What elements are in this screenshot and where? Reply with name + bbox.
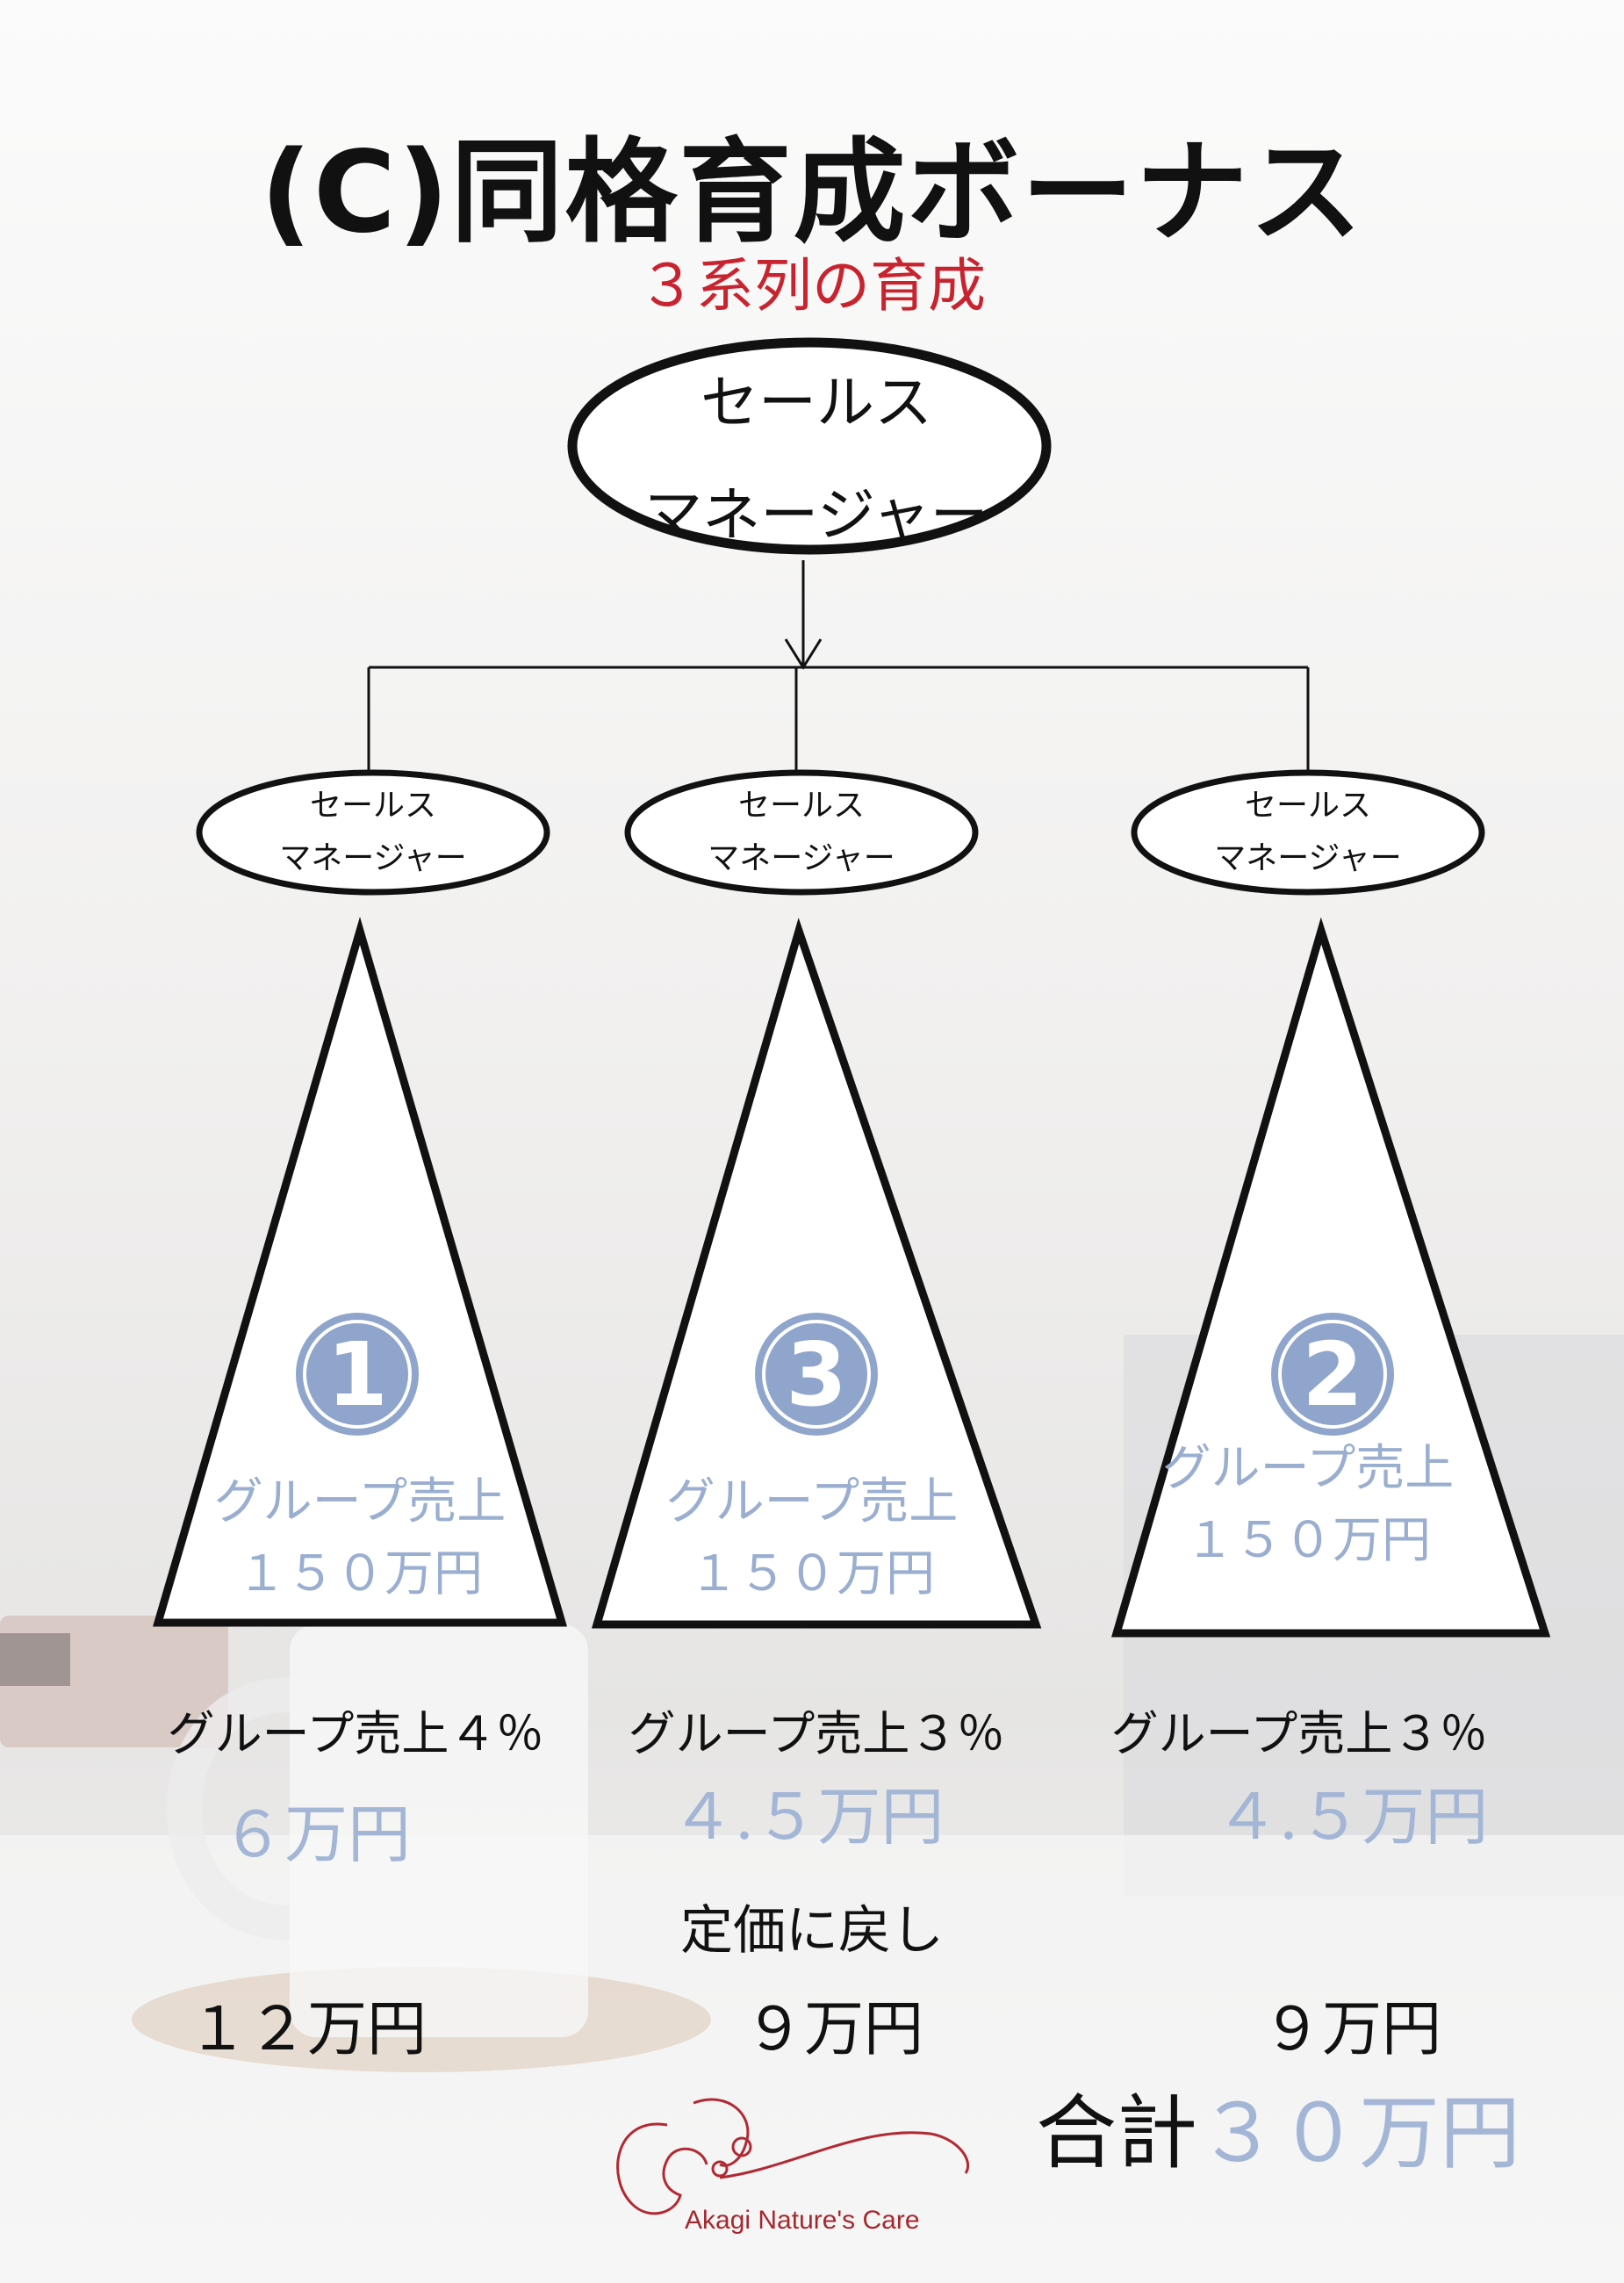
rate-label-2: グループ売上３％: [628, 1706, 1005, 1761]
triangle-3: [1111, 917, 1551, 1638]
group-label-3: グループ売上: [1161, 1440, 1455, 1497]
group-value-2: １５０万円: [689, 1545, 935, 1602]
node-1-line1: セールス: [309, 788, 436, 824]
triangle-1-text: グループ売上 １５０万円: [176, 1466, 544, 1610]
subtitle: ３系列の育成: [638, 252, 986, 320]
node-ellipse-1: [196, 769, 550, 896]
rate-label-1: グループ売上４％: [167, 1706, 544, 1761]
node-1-line2: マネージャー: [279, 840, 467, 876]
top-node-line1: セールス: [701, 369, 932, 436]
list-price-bonus-1: １２万円: [187, 1995, 427, 2064]
node-2-line1: セールス: [737, 788, 865, 824]
return-label: 定価に戻し: [680, 1900, 944, 1962]
page-title: (C)同格育成ボーナス: [260, 127, 1364, 258]
badge-number-1: 1: [327, 1323, 388, 1426]
node-label-1: セールス マネージャー: [241, 780, 505, 885]
rate-label-3: グループ売上３％: [1110, 1706, 1488, 1761]
node-2-line2: マネージャー: [708, 840, 895, 876]
triangle-2: [592, 918, 1042, 1629]
number-badge-2: [1271, 1313, 1394, 1436]
group-value-3: １５０万円: [1185, 1512, 1431, 1569]
triangle-3-text: グループ売上 １５０万円: [1124, 1433, 1492, 1577]
bonus-amount-1: ６万円: [220, 1797, 411, 1871]
logo-text: Akagi Nature's Care: [685, 2206, 920, 2235]
list-price-bonus-2: ９万円: [744, 1995, 923, 2064]
group-label-1: グループ売上: [213, 1473, 507, 1530]
node-ellipse-3: [1131, 769, 1485, 896]
number-badge-1: [296, 1313, 419, 1436]
top-node-label: セールス マネージャー: [562, 347, 1071, 572]
bonus-amount-3: ４.５万円: [1215, 1780, 1489, 1854]
total-row: 合計３０万円: [1036, 2068, 1520, 2185]
group-label-2: グループ売上: [665, 1473, 959, 1530]
list-price-bonus-3: ９万円: [1261, 1995, 1441, 2064]
total-value: ３０万円: [1197, 2086, 1521, 2180]
node-label-2: セールス マネージャー: [670, 780, 933, 885]
triangle-2-text: グループ売上 １５０万円: [628, 1466, 996, 1610]
badge-number-2: 2: [1302, 1323, 1363, 1426]
badge-number-3: 3: [786, 1323, 847, 1426]
total-label: 合計: [1036, 2086, 1198, 2180]
top-node-ellipse: [567, 337, 1052, 555]
group-value-1: １５０万円: [237, 1545, 483, 1602]
bonus-amount-2: ４.５万円: [671, 1780, 945, 1854]
number-badge-3: [755, 1313, 878, 1436]
node-ellipse-2: [624, 769, 979, 896]
top-node-line2: マネージャー: [644, 481, 988, 549]
node-3-line1: セールス: [1244, 788, 1371, 824]
triangle-1: [152, 916, 568, 1627]
node-3-line2: マネージャー: [1214, 840, 1402, 876]
logo-mark: [616, 2098, 969, 2215]
node-label-3: セールス マネージャー: [1176, 780, 1440, 885]
